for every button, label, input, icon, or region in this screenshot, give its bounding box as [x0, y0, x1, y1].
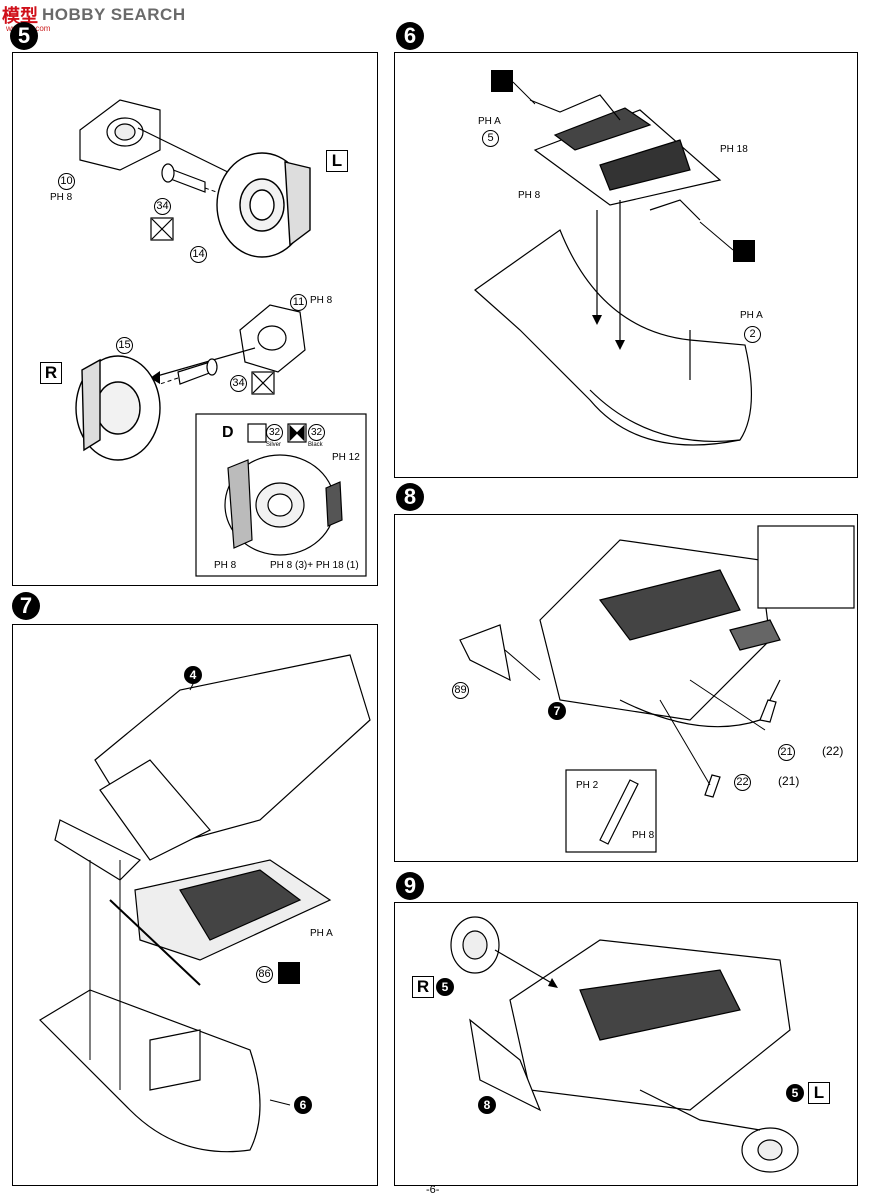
detail-ph12: PH 12: [332, 452, 360, 463]
s6-paint-pha2: PH A: [740, 310, 763, 321]
part-15-label: 15: [116, 337, 133, 354]
s8-detail-inset: [757, 525, 855, 609]
no-glue-icon-a: [150, 217, 174, 241]
watermark: 模型 HOBBY SEARCH: [2, 2, 186, 28]
s6-paint-ph18: PH 18: [720, 144, 748, 155]
s6-part-2: 2: [744, 326, 761, 343]
glue-icon-c: [278, 962, 300, 984]
part-34b-label: 34: [230, 375, 247, 392]
part-14-label: 14: [190, 246, 207, 263]
side-right-label: R: [40, 362, 62, 384]
s8-paint-ph2: PH 2: [576, 780, 599, 791]
step-9-number: 9: [396, 872, 424, 900]
glue-icon-b: [733, 240, 755, 262]
s7-part-86: 86: [256, 966, 273, 983]
detail-part-b: 32: [308, 424, 325, 441]
part-10-label: 10: [58, 173, 75, 190]
brake-disc-14: [216, 152, 311, 258]
part-34a-label: 34: [154, 198, 171, 215]
no-glue-icon-b: [251, 371, 275, 395]
s8-paint-ph8: PH 8: [632, 830, 655, 841]
step-5-number: 5: [10, 22, 38, 50]
ref-8: 8: [478, 1096, 496, 1114]
detail-disc: [224, 454, 343, 556]
s6-part-5: 5: [482, 130, 499, 147]
hub-part-10: [79, 99, 161, 171]
detail-ph-mix: PH 8 (3)+ PH 18 (1): [270, 560, 359, 571]
step-7-number: 7: [12, 592, 40, 620]
step-6-number: 6: [396, 22, 424, 50]
page-number: -6-: [426, 1184, 440, 1196]
detail-ph8: PH 8: [214, 560, 237, 571]
s9-side-left: L: [808, 1082, 830, 1104]
hub-part-11: [239, 304, 306, 373]
s9-side-right: R: [412, 976, 434, 998]
ref-6: 6: [294, 1096, 312, 1114]
side-left-label: L: [326, 150, 348, 172]
paint-ph8-b: PH 8: [310, 295, 333, 306]
ref-4: 4: [184, 666, 202, 684]
ref-7: 7: [548, 702, 566, 720]
ref-5a: 5: [436, 978, 454, 996]
ref-5b: 5: [786, 1084, 804, 1102]
watermark-logo: 模型: [2, 6, 38, 27]
watermark-text: HOBBY SEARCH: [42, 5, 186, 24]
s6-paint-pha: PH A: [478, 116, 501, 127]
brake-disc-15: [75, 355, 161, 461]
glue-icon-a: [491, 70, 513, 92]
s6-paint-ph8: PH 8: [518, 190, 541, 201]
s8-part-89: 89: [452, 682, 469, 699]
part-11-label: 11: [290, 294, 307, 311]
detail-part-a: 32: [266, 424, 283, 441]
s8-part-22a: (22): [822, 744, 844, 758]
s8-part-21: 21: [778, 744, 795, 761]
s7-paint-pha: PH A: [310, 928, 333, 939]
detail-caption-b: Black: [308, 442, 323, 448]
s8-part-21b: (21): [778, 774, 800, 788]
step-8-number: 8: [396, 483, 424, 511]
paint-ph8-a: PH 8: [50, 192, 73, 203]
detail-caption-a: Silver: [266, 442, 282, 448]
detail-d-label: D: [222, 424, 234, 441]
s8-part-22: 22: [734, 774, 751, 791]
